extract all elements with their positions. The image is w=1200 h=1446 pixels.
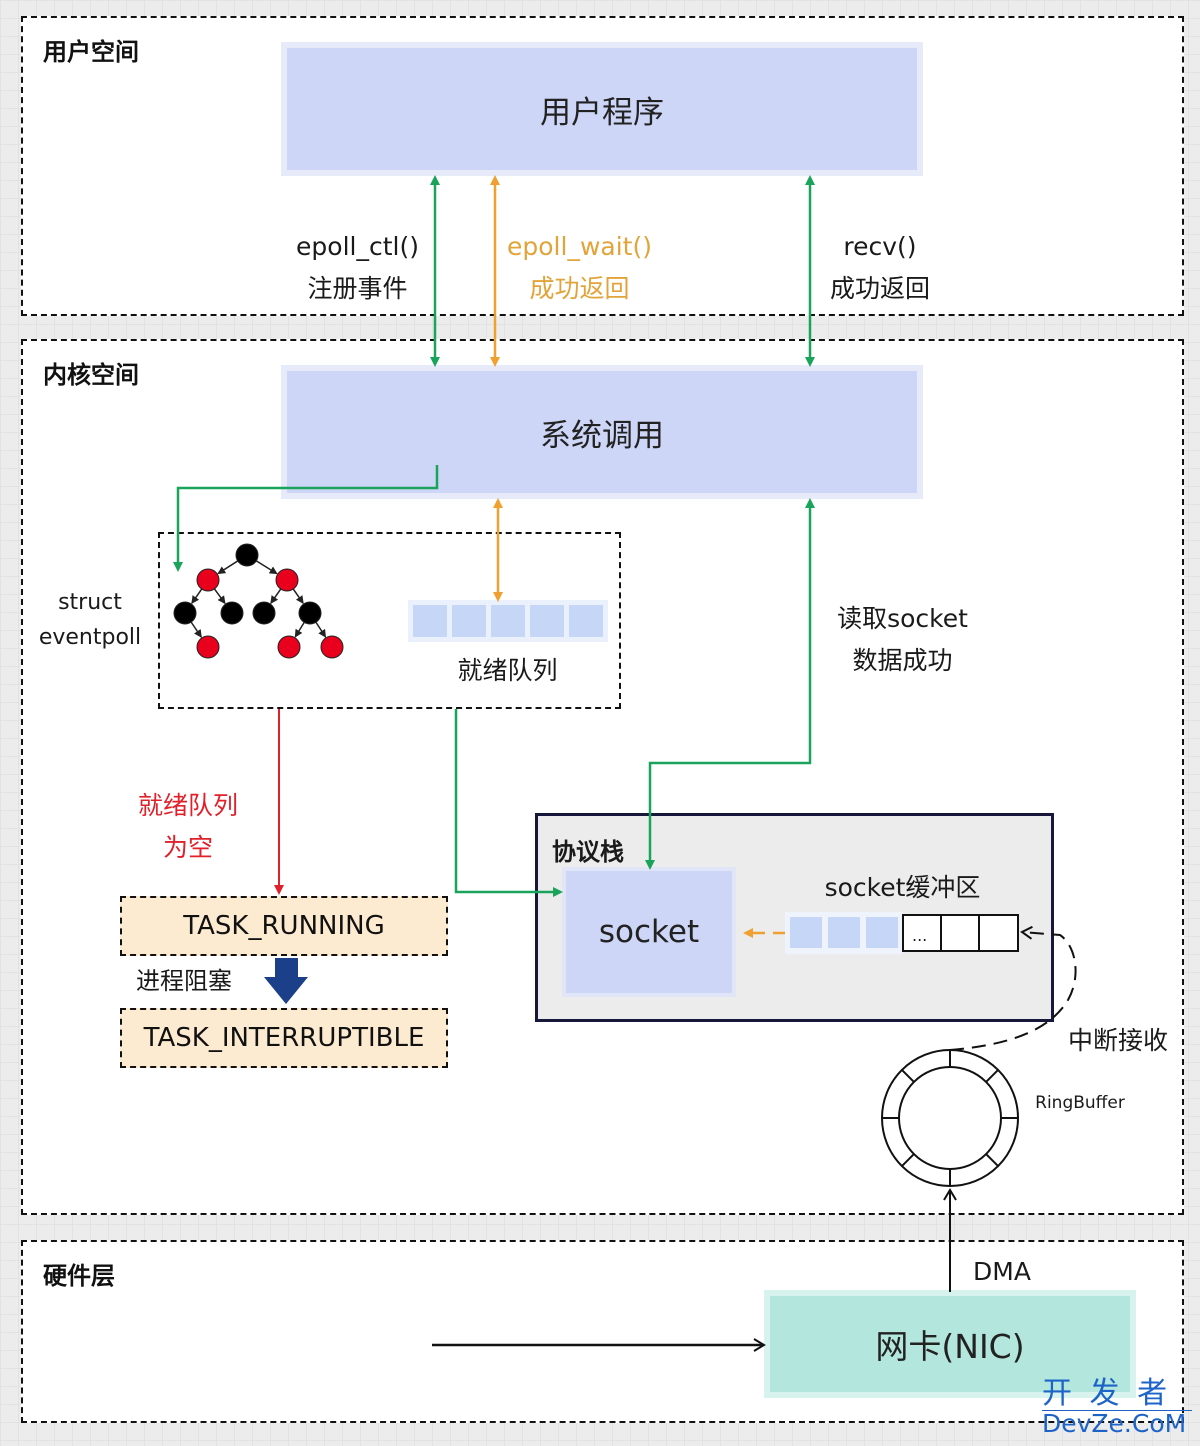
recv-desc: 成功返回 <box>829 274 930 303</box>
epoll-ctl-label: epoll_ctl() 注册事件 <box>285 226 430 310</box>
socket-buffer-label: socket缓冲区 <box>824 873 981 902</box>
ready-queue-cell <box>569 605 603 637</box>
interrupt-receive-label: 中断接收 <box>1067 1026 1168 1055</box>
syscall-label: 系统调用 <box>540 417 664 454</box>
socket-buffer-empty-cell <box>978 914 1019 952</box>
read-socket-line2: 数据成功 <box>852 646 953 675</box>
socket-buffer-ellipsis: ... <box>912 926 928 945</box>
nic-box[interactable]: 网卡(NIC) <box>770 1296 1130 1392</box>
recv-label: recv() 成功返回 <box>815 226 945 310</box>
watermark-line1: 开 发 者 <box>1042 1376 1172 1411</box>
process-block-label: 进程阻塞 <box>136 967 232 995</box>
socket-buffer-empty-cell <box>940 914 980 952</box>
kernel-space-title: 内核空间 <box>43 361 139 389</box>
ready-queue-cell <box>491 605 525 637</box>
ready-queue-cell <box>530 605 564 637</box>
epoll-ctl-desc: 注册事件 <box>307 274 408 303</box>
socket-buffer-filled-cell <box>866 917 898 948</box>
queue-empty-line1: 就绪队列 <box>137 791 238 820</box>
epoll-wait-label: epoll_wait() 成功返回 <box>502 226 657 310</box>
ready-queue-cell <box>452 605 486 637</box>
socket-buffer-filled-cell <box>790 917 822 948</box>
eventpoll-line2: eventpoll <box>38 625 142 650</box>
watermark-line2: DevZe.CoM <box>1042 1410 1192 1437</box>
ready-queue-label: 就绪队列 <box>457 656 558 685</box>
queue-empty-label: 就绪队列 为空 <box>118 785 258 869</box>
socket-label: socket <box>598 914 700 950</box>
dma-label: DMA <box>973 1257 1031 1286</box>
ready-queue-cell <box>413 605 447 637</box>
eventpoll-label: struct eventpoll <box>30 585 150 655</box>
socket-buffer-empty-cell: ... <box>902 914 942 952</box>
syscall-box[interactable]: 系统调用 <box>287 371 917 493</box>
queue-empty-line2: 为空 <box>162 833 213 862</box>
read-socket-label: 读取socket 数据成功 <box>820 598 985 682</box>
user-program-label: 用户程序 <box>540 94 664 131</box>
user-space-title: 用户空间 <box>43 38 139 66</box>
user-program-box[interactable]: 用户程序 <box>287 48 917 170</box>
epoll-wait-desc: 成功返回 <box>529 274 630 303</box>
read-socket-line1: 读取socket <box>837 604 968 633</box>
task-running-label: TASK_RUNNING <box>183 911 385 941</box>
recv-func: recv() <box>843 232 917 261</box>
task-running-box[interactable]: TASK_RUNNING <box>120 896 448 956</box>
nic-label: 网卡(NIC) <box>875 1327 1025 1366</box>
task-interruptible-box[interactable]: TASK_INTERRUPTIBLE <box>120 1008 448 1068</box>
socket-buffer-filled-cell <box>828 917 860 948</box>
eventpoll-line1: struct <box>58 590 122 615</box>
epoll-ctl-func: epoll_ctl() <box>296 232 419 261</box>
protocol-stack-title: 协议栈 <box>552 838 624 866</box>
task-interruptible-label: TASK_INTERRUPTIBLE <box>143 1023 425 1053</box>
watermark: 开 发 者 DevZe.CoM <box>1042 1378 1192 1437</box>
socket-box[interactable]: socket <box>566 871 732 993</box>
ring-buffer-label: RingBuffer <box>1035 1093 1125 1113</box>
epoll-wait-func: epoll_wait() <box>507 232 652 261</box>
hardware-title: 硬件层 <box>43 1262 115 1290</box>
